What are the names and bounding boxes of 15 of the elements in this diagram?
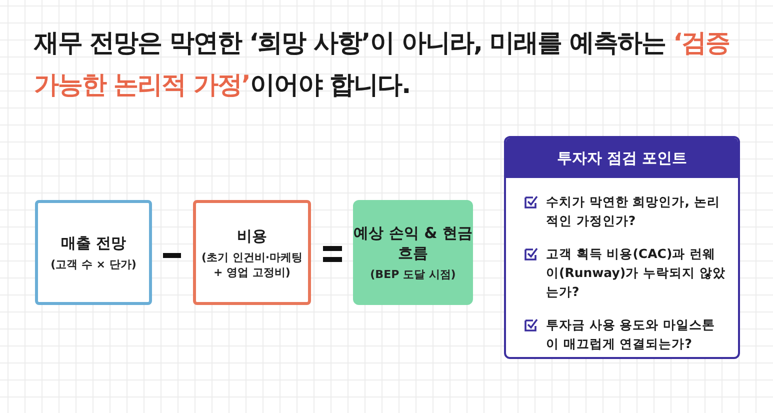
formula-box <box>35 200 152 305</box>
box-subtext: (초기 인건비·마케팅 + 영업 고정비) <box>200 250 304 280</box>
box-heading: 비용 <box>237 226 267 246</box>
box-heading: 매출 전망 <box>60 233 126 253</box>
panel-header: 투자자 점검 포인트 <box>506 138 738 178</box>
result-box <box>353 200 473 305</box>
formula-box <box>193 200 311 305</box>
checklist-text: 고객 획득 비용(CAC)과 런웨이(Runway)가 누락되지 않았는가? <box>546 245 726 301</box>
title: 재무 전망은 막연한 ‘희망 사항’이 아니라, 미래를 예측하는 ‘검증 가능한 논리적 가정’이어야 합니다. <box>34 27 731 101</box>
box-subtext: (고객 수 × 단가) <box>50 257 136 272</box>
checklist-text: 수치가 막연한 희망인가, 논리적인 가정인가? <box>546 193 721 230</box>
box-subtext: (BEP 도달 시점) <box>370 267 456 282</box>
checklist-text: 투자금 사용 용도와 마일스톤이 매끄럽게 연결되는가? <box>546 316 716 353</box>
checklist-panel <box>504 136 740 359</box>
box-heading: 예상 손익 & 현금흐름 <box>353 223 473 263</box>
